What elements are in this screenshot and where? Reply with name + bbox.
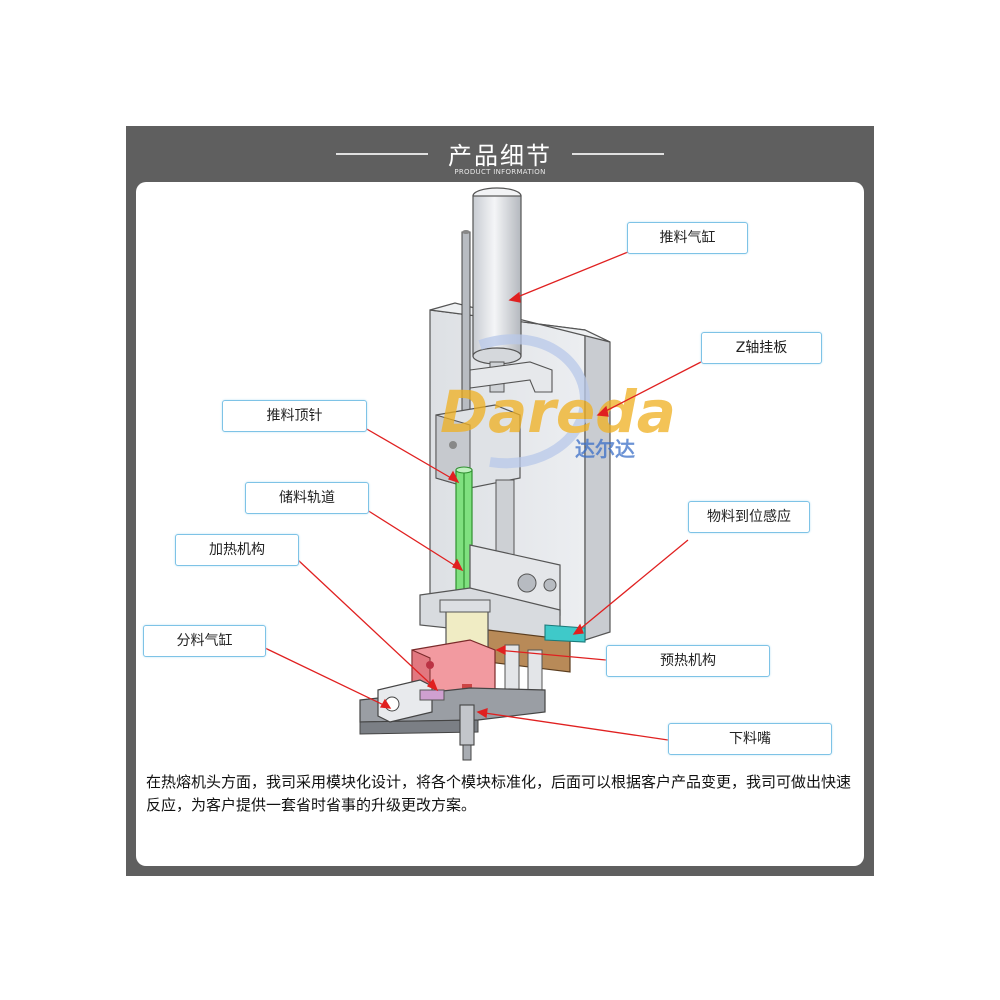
callout-material-sensor: 物料到位感应: [688, 501, 810, 533]
watermark-cn-text: 达尔达: [575, 437, 635, 461]
callout-split-cylinder: 分料气缸: [143, 625, 266, 657]
watermark-logo: Dareda 达尔达: [440, 334, 676, 469]
header-subtitle: PRODUCT INFORMATION: [454, 168, 546, 176]
nozzle-part: [459, 704, 475, 761]
material-sensor-part: [544, 624, 586, 643]
callout-push-pin: 推料顶针: [222, 400, 367, 432]
push-cylinder-part: [469, 187, 553, 393]
header-title: 产品细节: [448, 142, 552, 170]
watermark-text: Dareda: [440, 378, 676, 446]
description-text: 在热熔机头方面，我司采用模块化设计，将各个模块标准化，后面可以根据客户产品变更，…: [146, 773, 852, 814]
header-line-right: [572, 153, 664, 155]
leader-preheat-mechanism: [496, 649, 607, 661]
leader-storage-track: [366, 509, 463, 571]
callout-push-cylinder: 推料气缸: [627, 222, 748, 254]
leader-nozzle: [477, 711, 669, 741]
leader-push-cylinder: [509, 251, 629, 301]
leader-z-axis-plate: [597, 361, 702, 416]
callout-z-axis-plate: Z轴挂板: [701, 332, 822, 364]
callout-heating-mechanism: 加热机构: [175, 534, 299, 566]
leader-heating-mechanism: [297, 559, 438, 691]
header-line-left: [336, 153, 428, 155]
leader-lines: [264, 251, 702, 741]
leader-material-sensor: [573, 539, 689, 635]
leader-split-cylinder: [264, 647, 391, 709]
leader-push-pin: [364, 427, 459, 483]
callout-storage-track: 储料轨道: [245, 482, 369, 514]
callout-nozzle: 下料嘴: [668, 723, 832, 755]
callout-preheat-mechanism: 预热机构: [606, 645, 770, 677]
split-cylinder-part: [377, 679, 445, 723]
